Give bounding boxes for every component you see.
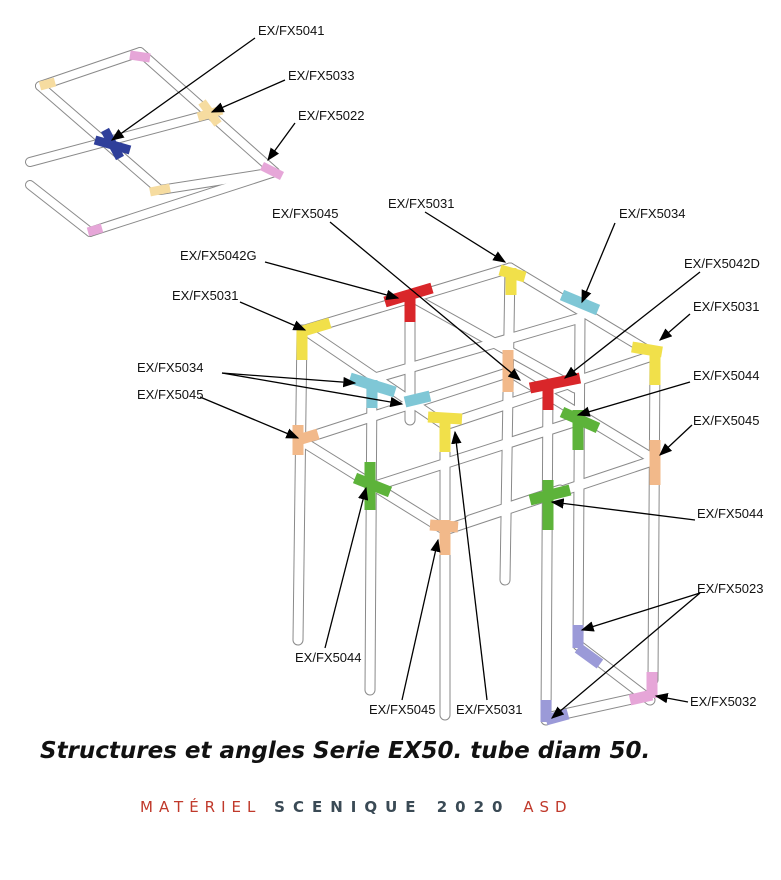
structure-diagram: EX/FX5041 EX/FX5033 EX/FX5022 EX/FX5045 …	[25, 23, 764, 726]
label-top-grid-blue: EX/FX5041	[258, 23, 325, 38]
leader-lines	[110, 37, 701, 719]
label-green-right: EX/FX5044	[697, 506, 764, 521]
brand-part-1: MATÉRIEL	[140, 798, 262, 816]
label-pink-bottom: EX/FX5032	[690, 694, 757, 709]
brand-part-2: SCENIQUE 2020	[274, 798, 511, 816]
label-orange-top: EX/FX5045	[272, 206, 339, 221]
cube-structure	[292, 262, 663, 726]
label-cyan-left: EX/FX5034	[137, 360, 204, 375]
label-yellow-bottom: EX/FX5031	[456, 702, 523, 717]
label-periwinkle: EX/FX5023	[697, 581, 764, 596]
label-cyan-right: EX/FX5034	[619, 206, 686, 221]
label-yellow-top-center: EX/FX5031	[388, 196, 455, 211]
label-yellow-right: EX/FX5031	[693, 299, 760, 314]
caption: Structures et angles Serie EX50. tube di…	[40, 738, 651, 764]
label-orange-left: EX/FX5045	[137, 387, 204, 402]
label-red-left: EX/FX5042G	[180, 248, 257, 263]
brand-footer: MATÉRIEL SCENIQUE 2020 ASD	[140, 798, 640, 816]
label-top-grid-pink: EX/FX5022	[298, 108, 365, 123]
label-top-grid-beige: EX/FX5033	[288, 68, 355, 83]
flat-grid-frame	[25, 47, 285, 237]
label-orange-right: EX/FX5045	[693, 413, 760, 428]
brand-part-3: ASD	[523, 798, 573, 816]
label-red-right: EX/FX5042D	[684, 256, 760, 271]
label-green-right-top: EX/FX5044	[693, 368, 760, 383]
label-orange-bottom: EX/FX5045	[369, 702, 436, 717]
part-labels: EX/FX5041 EX/FX5033 EX/FX5022 EX/FX5045 …	[137, 23, 764, 717]
label-green-bottom: EX/FX5044	[295, 650, 362, 665]
label-yellow-left: EX/FX5031	[172, 288, 239, 303]
